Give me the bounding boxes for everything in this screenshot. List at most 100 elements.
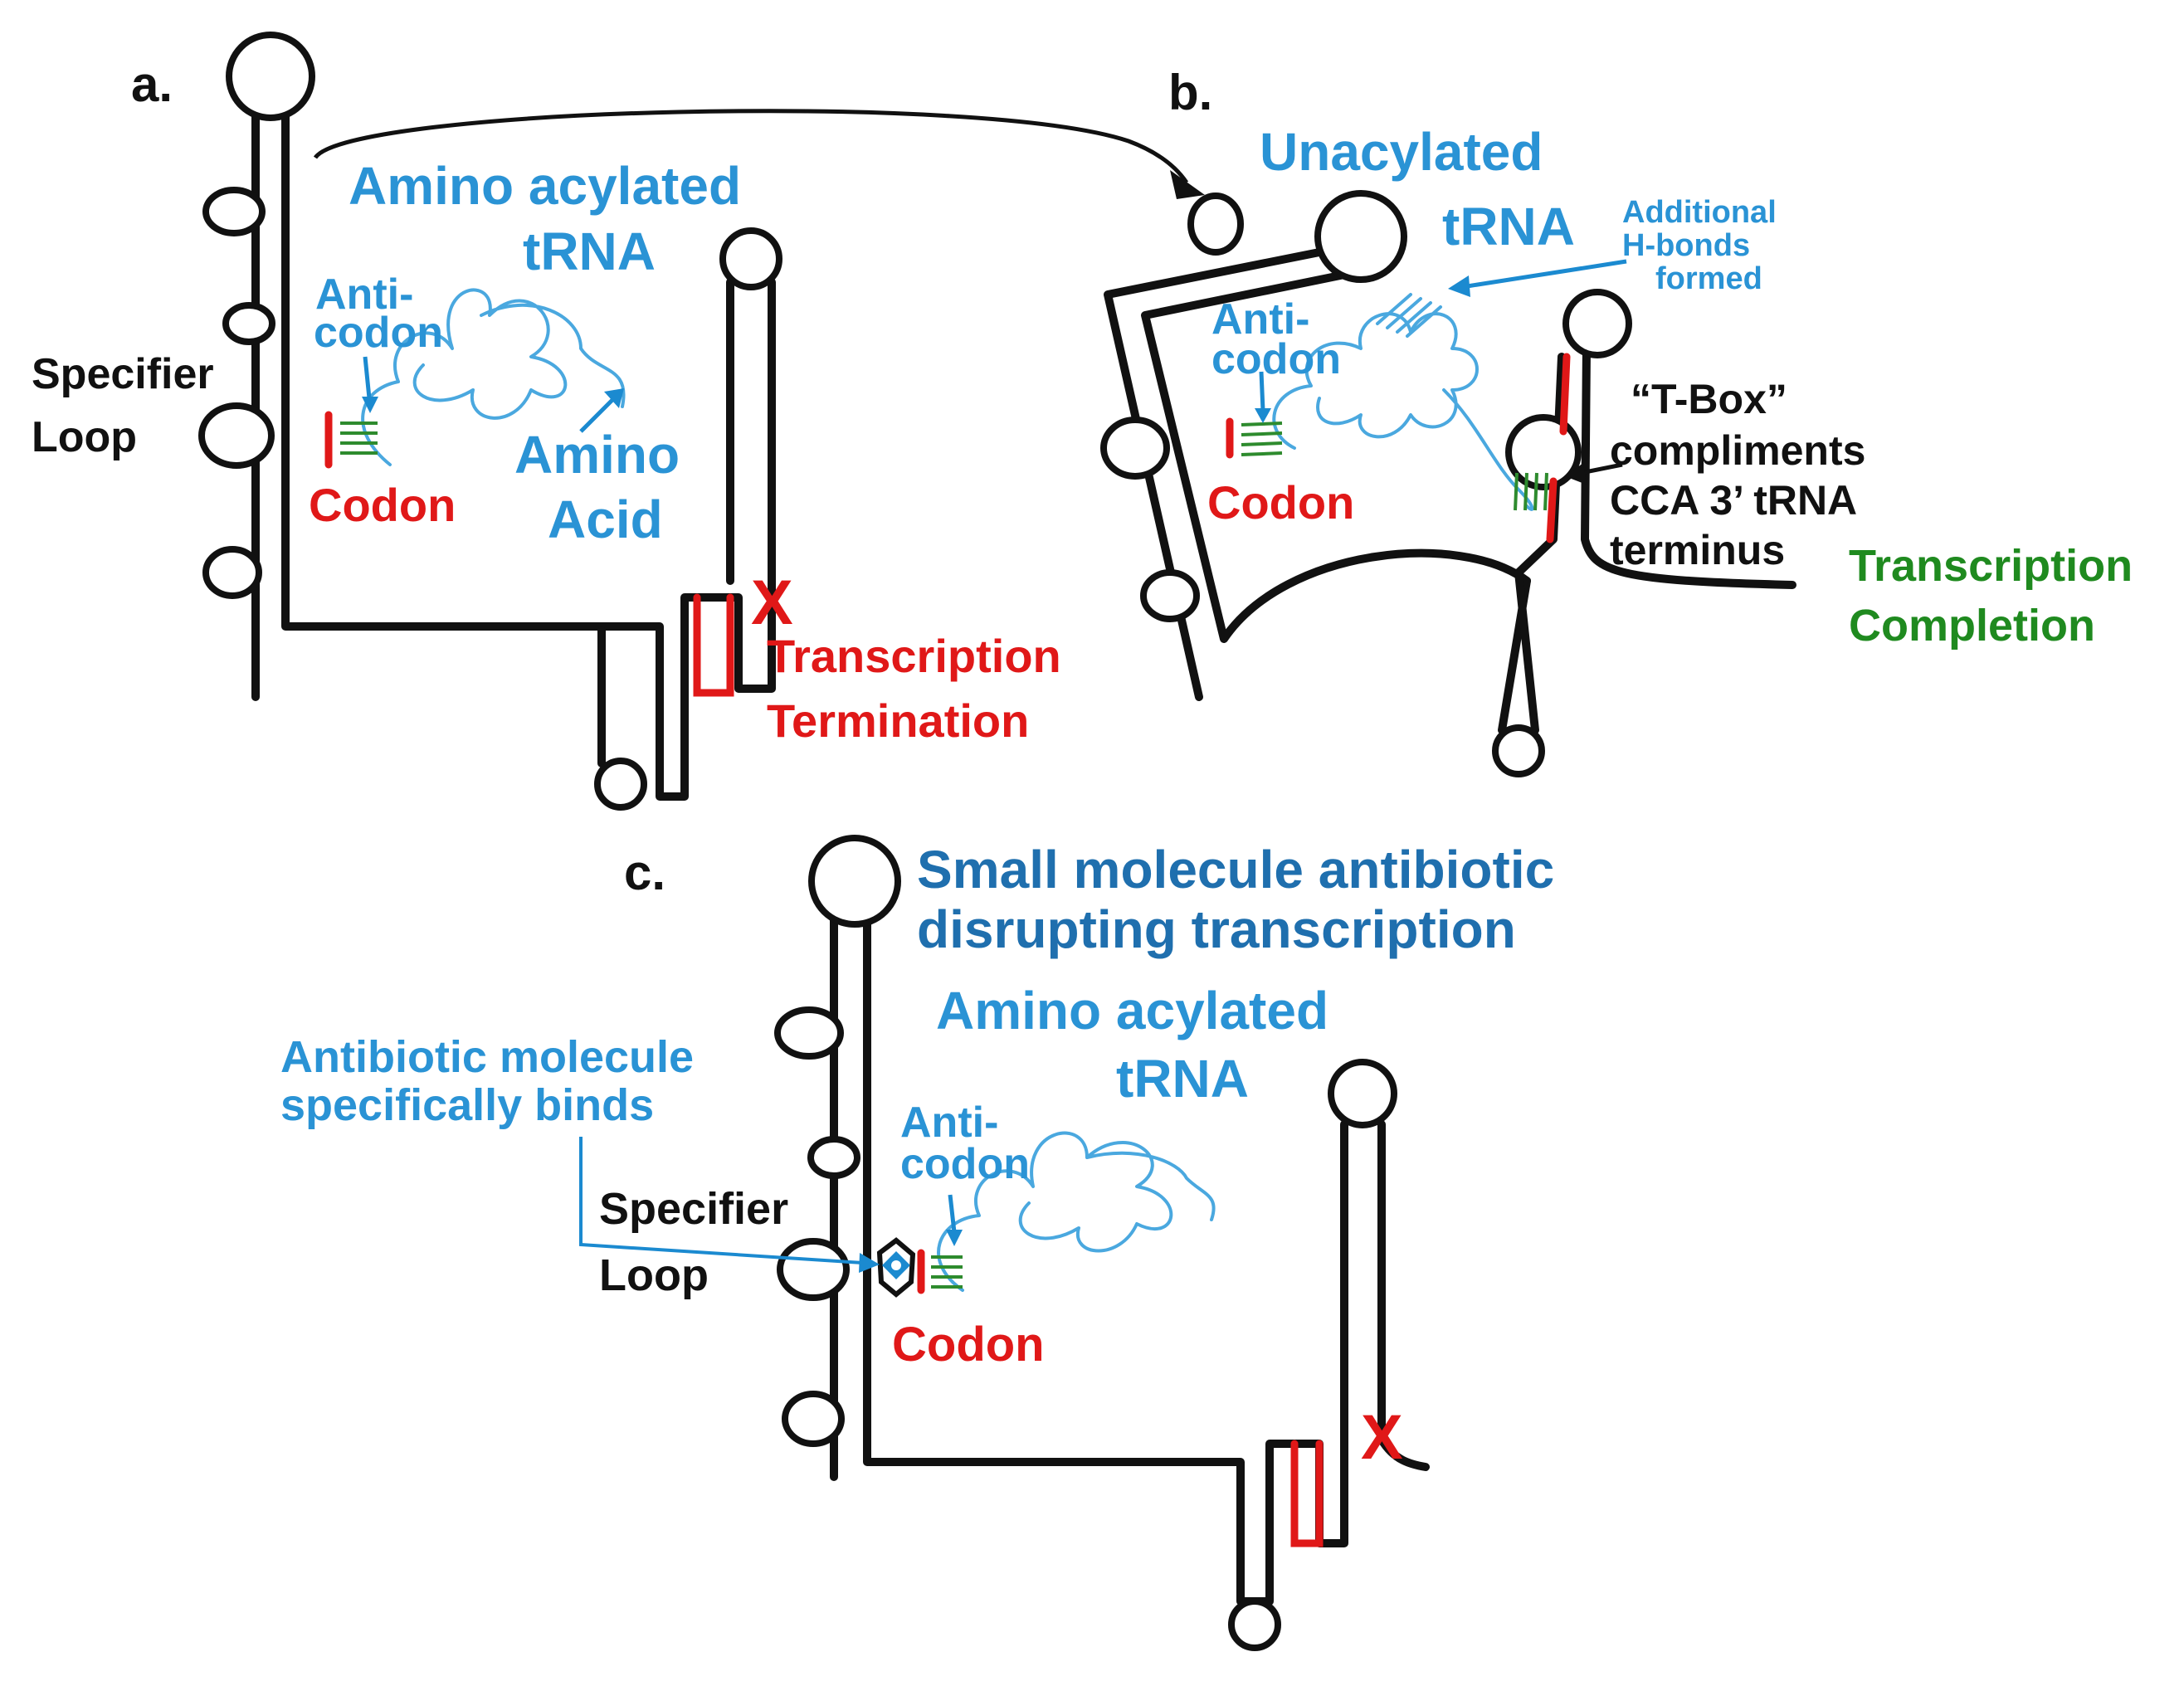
panel-c-anticodon-line2: codon [900, 1140, 1030, 1188]
panel-a-amino-arrow [579, 398, 614, 433]
panel-b-outcome-line1: Transcription [1849, 541, 2133, 591]
panel-b-hbond-line3: formed [1655, 261, 1762, 296]
panel-a-side-loop-1 [202, 187, 266, 236]
panel-b-trna-title-line2: tRNA [1442, 197, 1575, 256]
panel-b-trna-body [1272, 312, 1534, 511]
panel-a-stem-right [281, 112, 776, 801]
panel-b-side-loop-2 [1140, 569, 1200, 622]
panel-a: a. Amino acylated tRNA Anti- codon Speci… [32, 32, 1205, 811]
panel-c-antibiotic-line1: Antibiotic molecule [280, 1032, 694, 1082]
panel-c-codon-label: Codon [892, 1318, 1045, 1372]
panel-c-side-loop-3 [782, 1391, 845, 1447]
panel-b-tbox-line3: CCA 3’ tRNA [1610, 477, 1857, 524]
panel-a-trna-title-line1: Amino acylated [349, 156, 741, 216]
a-to-b-arrowhead [1170, 170, 1205, 199]
panel-b-hbond-line1: Additional [1622, 195, 1777, 230]
panel-b-specifier-loop [1100, 417, 1170, 480]
panel-b-bottom-loop [1492, 724, 1545, 777]
panel-a-amino-line2: Acid [548, 490, 663, 549]
panel-b-tbox-red-upper [1559, 353, 1571, 436]
panel-c-specifier-line2: Loop [599, 1250, 709, 1300]
panel-c-trna-body [937, 1131, 1216, 1292]
panel-b-anticodon-arrowhead [1255, 408, 1271, 423]
panel-b-tbox-top-loop [1562, 289, 1632, 358]
panel-b-tbox-arrow [1580, 462, 1623, 475]
panel-a-base-pairs [340, 422, 378, 455]
panel-a-outcome-line1: Transcription [767, 630, 1061, 682]
panel-b-hbond-line2: H-bonds [1622, 228, 1750, 263]
panel-b-bottom-right [1514, 353, 1566, 734]
panel-c-antibiotic-arrow [579, 1137, 864, 1264]
panel-c-termination-x: X [1361, 1402, 1403, 1473]
a-to-b-arrow [313, 109, 1189, 184]
panel-a-side-loop-3 [202, 546, 262, 599]
panel-c-side-loop-2 [807, 1136, 860, 1179]
panel-a-trna-title-line2: tRNA [523, 222, 656, 281]
panel-c-specifier-line1: Specifier [599, 1184, 788, 1234]
panel-b-hbond-hatch [1376, 293, 1442, 338]
panel-c-stem-right [863, 875, 1348, 1606]
panel-a-termination-x: X [751, 568, 793, 638]
panel-b-anticodon-pairs [1241, 422, 1283, 456]
panel-a-amino-arrowhead [604, 388, 624, 408]
panel-c-anticodon-line1: Anti- [900, 1099, 998, 1147]
panel-b: b. Unacylated tRNA Additional H-bonds fo… [1100, 65, 2133, 777]
panel-c-antibiotic-ring [891, 1260, 901, 1270]
panel-b-stem-outer [1104, 245, 1340, 701]
panel-b-codon-label: Codon [1207, 476, 1354, 529]
panel-a-codon-label: Codon [309, 479, 456, 531]
panel-a-anticodon-line1: Anti- [315, 270, 413, 319]
panel-b-anticodon-line1: Anti- [1211, 295, 1309, 344]
panel-c-heading-line2: disrupting transcription [917, 899, 1516, 959]
panel-a-side-loop-2 [222, 302, 275, 345]
panel-b-tbox-arrowhead [1565, 463, 1587, 485]
panel-b-outcome-line2: Completion [1849, 601, 2095, 651]
panel-c-terminator-right [1377, 1120, 1430, 1471]
panel-b-hbond-arrow [1466, 259, 1627, 289]
panel-b-side-loop-1 [1187, 192, 1244, 256]
panel-c-bottom-loop [1228, 1598, 1281, 1651]
panel-a-amino-line1: Amino [514, 425, 680, 485]
panel-b-anticodon-line2: codon [1211, 335, 1341, 383]
panel-b-tbox-line2: compliments [1610, 427, 1865, 474]
panel-c-top-loop [808, 835, 901, 928]
panel-c-anticodon-arrowhead [946, 1230, 963, 1246]
panel-b-trna-title-line1: Unacylated [1260, 122, 1543, 182]
panel-a-anticodon-arrow [363, 356, 372, 399]
panel-c-terminator-loop [1328, 1059, 1397, 1128]
panel-a-bottom-loop [594, 758, 647, 811]
panel-a-terminator-red [693, 593, 734, 697]
panel-c-anticodon-arrow [948, 1194, 957, 1233]
panel-a-top-loop [226, 32, 315, 121]
panel-b-anticodon-arrow [1259, 371, 1265, 412]
panel-b-tbox-right [1581, 344, 1796, 589]
panel-b-tbox-red-lower [1546, 477, 1558, 543]
panel-c-antibiotic-line2: specifically binds [280, 1080, 654, 1130]
panel-b-hbond-arrowhead [1448, 275, 1470, 297]
panel-a-specifier-line1: Specifier [32, 350, 214, 398]
panel-a-anticodon-line2: codon [314, 309, 443, 357]
panel-a-letter: a. [131, 56, 173, 112]
panel-a-anticodon-arrowhead [362, 397, 378, 413]
panel-b-letter: b. [1168, 65, 1212, 120]
panel-b-tbox-loop [1505, 414, 1582, 490]
panel-b-top-loop [1314, 190, 1407, 283]
panel-c-base-pairs [931, 1255, 963, 1289]
panel-a-specifier-line2: Loop [32, 413, 137, 461]
panel-c-letter: c. [624, 845, 665, 900]
panel-b-stem-inner [1141, 270, 1531, 643]
panel-c: c. Small molecule antibiotic disrupting … [280, 835, 1554, 1651]
panel-a-trna-body [361, 288, 626, 466]
panel-b-tbox-pairs [1514, 472, 1548, 511]
panel-a-terminator-loop [719, 227, 782, 290]
panel-b-tbox-line4: terminus [1610, 527, 1785, 573]
panel-c-antibiotic-arrowhead [859, 1253, 880, 1273]
panel-a-specifier-loop [198, 402, 275, 469]
panel-c-trna-title-line1: Amino acylated [936, 981, 1328, 1040]
panel-c-heading-line1: Small molecule antibiotic [917, 840, 1554, 899]
panel-c-side-loop-1 [774, 1006, 844, 1060]
panel-c-trna-title-line2: tRNA [1116, 1049, 1249, 1109]
panel-c-terminator-red [1290, 1440, 1324, 1547]
panel-a-outcome-line2: Termination [767, 694, 1029, 747]
